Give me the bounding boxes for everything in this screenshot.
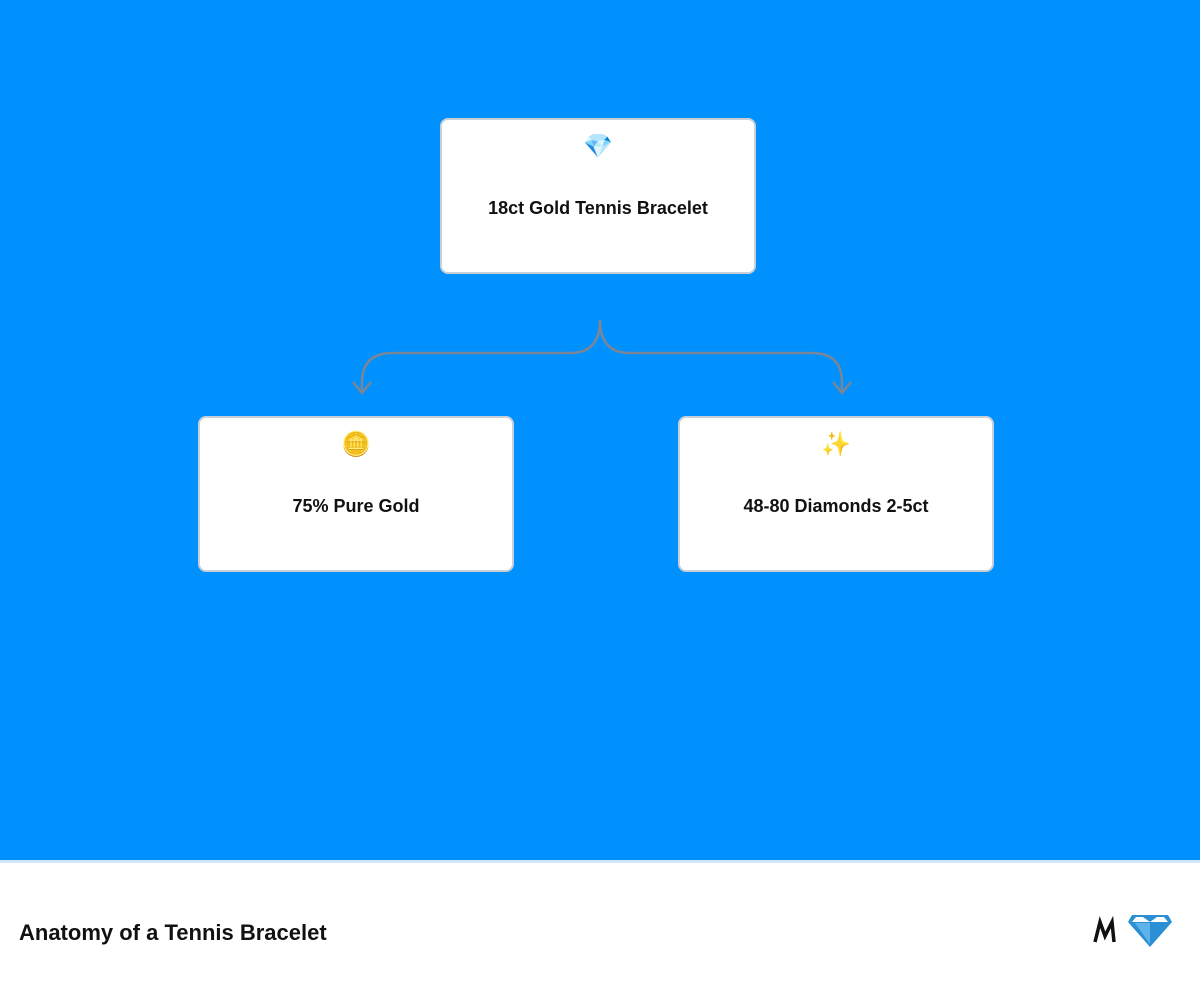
node-label: 18ct Gold Tennis Bracelet xyxy=(488,198,708,218)
arrowhead-right xyxy=(832,381,852,395)
node-bracelet[interactable]: 💎 18ct Gold Tennis Bracelet xyxy=(440,118,756,274)
diagram-canvas: 💎 18ct Gold Tennis Bracelet 🪙 75% Pure G… xyxy=(0,0,1200,860)
node-gold[interactable]: 🪙 75% Pure Gold xyxy=(198,416,514,572)
arrowhead-left xyxy=(352,381,372,395)
gem-icon: 💎 xyxy=(583,132,613,160)
coin-icon: 🪙 xyxy=(341,430,371,458)
diamond-logo-icon xyxy=(1093,915,1172,947)
node-diamonds[interactable]: ✨ 48-80 Diamonds 2-5ct xyxy=(678,416,994,572)
connector-left xyxy=(360,319,602,392)
sparkles-icon: ✨ xyxy=(821,430,851,458)
connector-arrows xyxy=(352,319,852,395)
node-label: 75% Pure Gold xyxy=(292,496,420,516)
node-label: 48-80 Diamonds 2-5ct xyxy=(743,496,929,516)
footer-divider xyxy=(0,860,1200,863)
connector-right xyxy=(598,319,844,392)
footer-title: Anatomy of a Tennis Bracelet xyxy=(19,920,327,945)
